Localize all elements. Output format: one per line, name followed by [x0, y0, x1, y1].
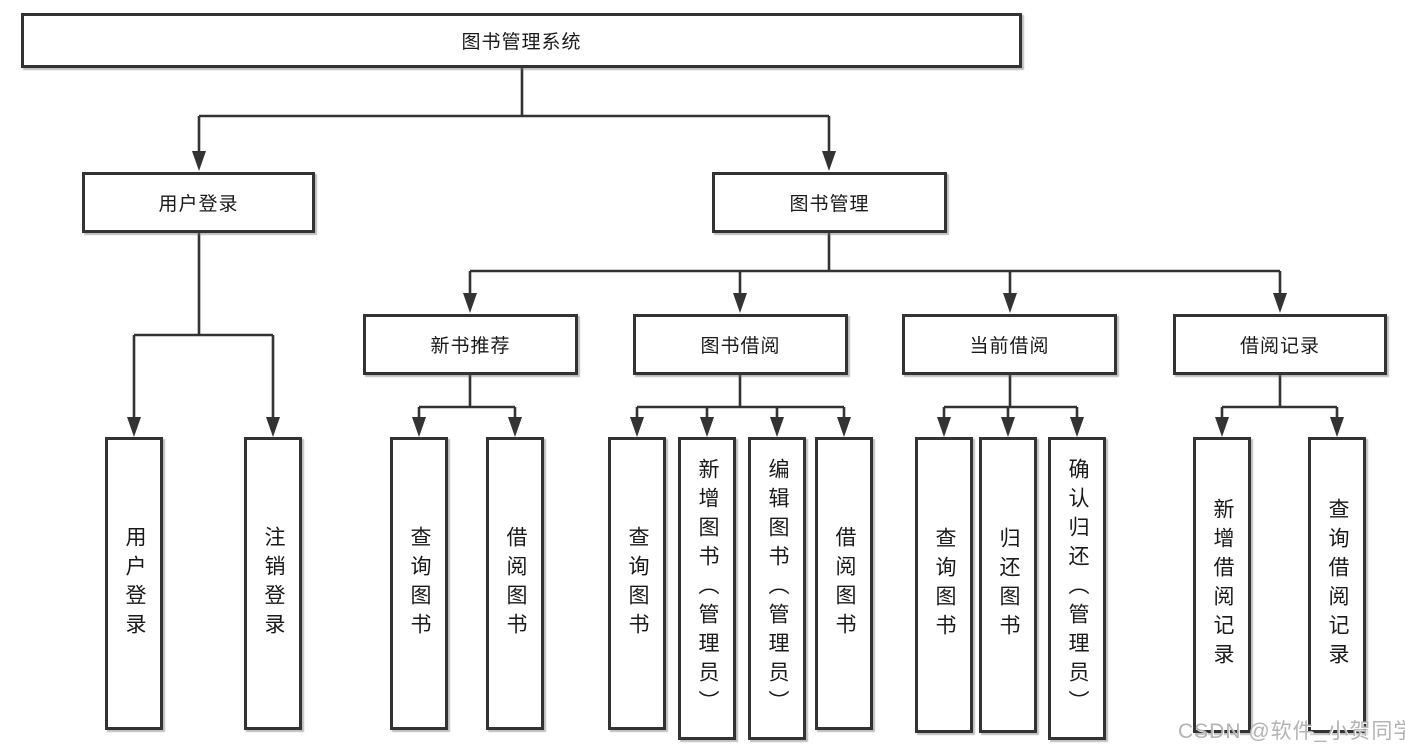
node-label: 查询图书 — [626, 525, 649, 642]
node-label: 新增借阅记录 — [1211, 498, 1234, 672]
node-new-book-recommendation: 新书推荐 — [363, 314, 578, 375]
node-label: 查询图书 — [933, 527, 956, 643]
arrowhead — [192, 151, 206, 171]
leaf-borrow-books-2: 借阅图书 — [815, 437, 873, 730]
node-label: 查询图书 — [408, 525, 431, 642]
arrowhead — [1003, 293, 1017, 313]
node-current-borrowing: 当前借阅 — [902, 314, 1117, 375]
node-label: 图书管理系统 — [461, 32, 582, 53]
connector-path — [132, 68, 1339, 417]
leaf-add-book-admin: 新增图书（管理员） — [678, 437, 736, 740]
arrowhead — [700, 417, 714, 437]
arrowhead — [822, 151, 836, 171]
arrowhead — [1001, 417, 1015, 437]
leaf-add-borrow-record: 新增借阅记录 — [1193, 437, 1251, 733]
leaf-user-login: 用户登录 — [105, 437, 163, 730]
node-label: 确认归还（管理员） — [1066, 458, 1089, 719]
node-label: 图书管理 — [789, 194, 870, 215]
arrowhead — [127, 417, 141, 437]
arrowhead — [770, 417, 784, 437]
arrowhead — [630, 417, 644, 437]
arrowhead — [266, 417, 280, 437]
arrowhead — [937, 417, 951, 437]
leaf-confirm-return-admin: 确认归还（管理员） — [1048, 437, 1106, 740]
leaf-logout: 注销登录 — [244, 437, 302, 730]
leaf-query-borrow-record: 查询借阅记录 — [1308, 437, 1366, 733]
node-book-borrowing: 图书借阅 — [633, 314, 848, 375]
node-borrowing-records: 借阅记录 — [1173, 314, 1387, 375]
node-label: 新书推荐 — [430, 336, 511, 357]
node-label: 图书借阅 — [700, 336, 781, 357]
node-label: 查询借阅记录 — [1326, 498, 1349, 672]
node-label: 借阅图书 — [833, 525, 856, 642]
arrowhead — [733, 293, 747, 313]
arrowhead — [1273, 293, 1287, 313]
node-label: 借阅记录 — [1239, 336, 1320, 357]
arrowhead — [1070, 417, 1084, 437]
arrowhead — [1330, 417, 1344, 437]
csdn-watermark: CSDN @软件_小贺同学 — [1178, 720, 1405, 743]
node-label: 注销登录 — [262, 525, 285, 642]
arrowhead — [508, 417, 522, 437]
arrowhead — [412, 417, 426, 437]
node-library-management-system: 图书管理系统 — [21, 13, 1022, 68]
node-label: 借阅图书 — [504, 525, 527, 642]
leaf-edit-book-admin: 编辑图书（管理员） — [748, 437, 806, 740]
node-label: 编辑图书（管理员） — [766, 458, 789, 719]
arrowhead — [1215, 417, 1229, 437]
node-label: 归还图书 — [997, 527, 1020, 643]
leaf-query-books-2: 查询图书 — [608, 437, 666, 730]
node-label: 当前借阅 — [969, 336, 1050, 357]
leaf-query-books-3: 查询图书 — [915, 437, 973, 733]
node-user-login: 用户登录 — [82, 172, 315, 233]
leaf-borrow-books-1: 借阅图书 — [486, 437, 544, 730]
arrowhead — [463, 293, 477, 313]
node-book-management: 图书管理 — [712, 172, 947, 233]
node-label: 用户登录 — [158, 194, 239, 215]
leaf-query-books-1: 查询图书 — [390, 437, 448, 730]
node-label: 用户登录 — [123, 525, 146, 642]
arrowhead — [837, 417, 851, 437]
node-label: 新增图书（管理员） — [696, 458, 719, 719]
leaf-return-book: 归还图书 — [979, 437, 1037, 733]
